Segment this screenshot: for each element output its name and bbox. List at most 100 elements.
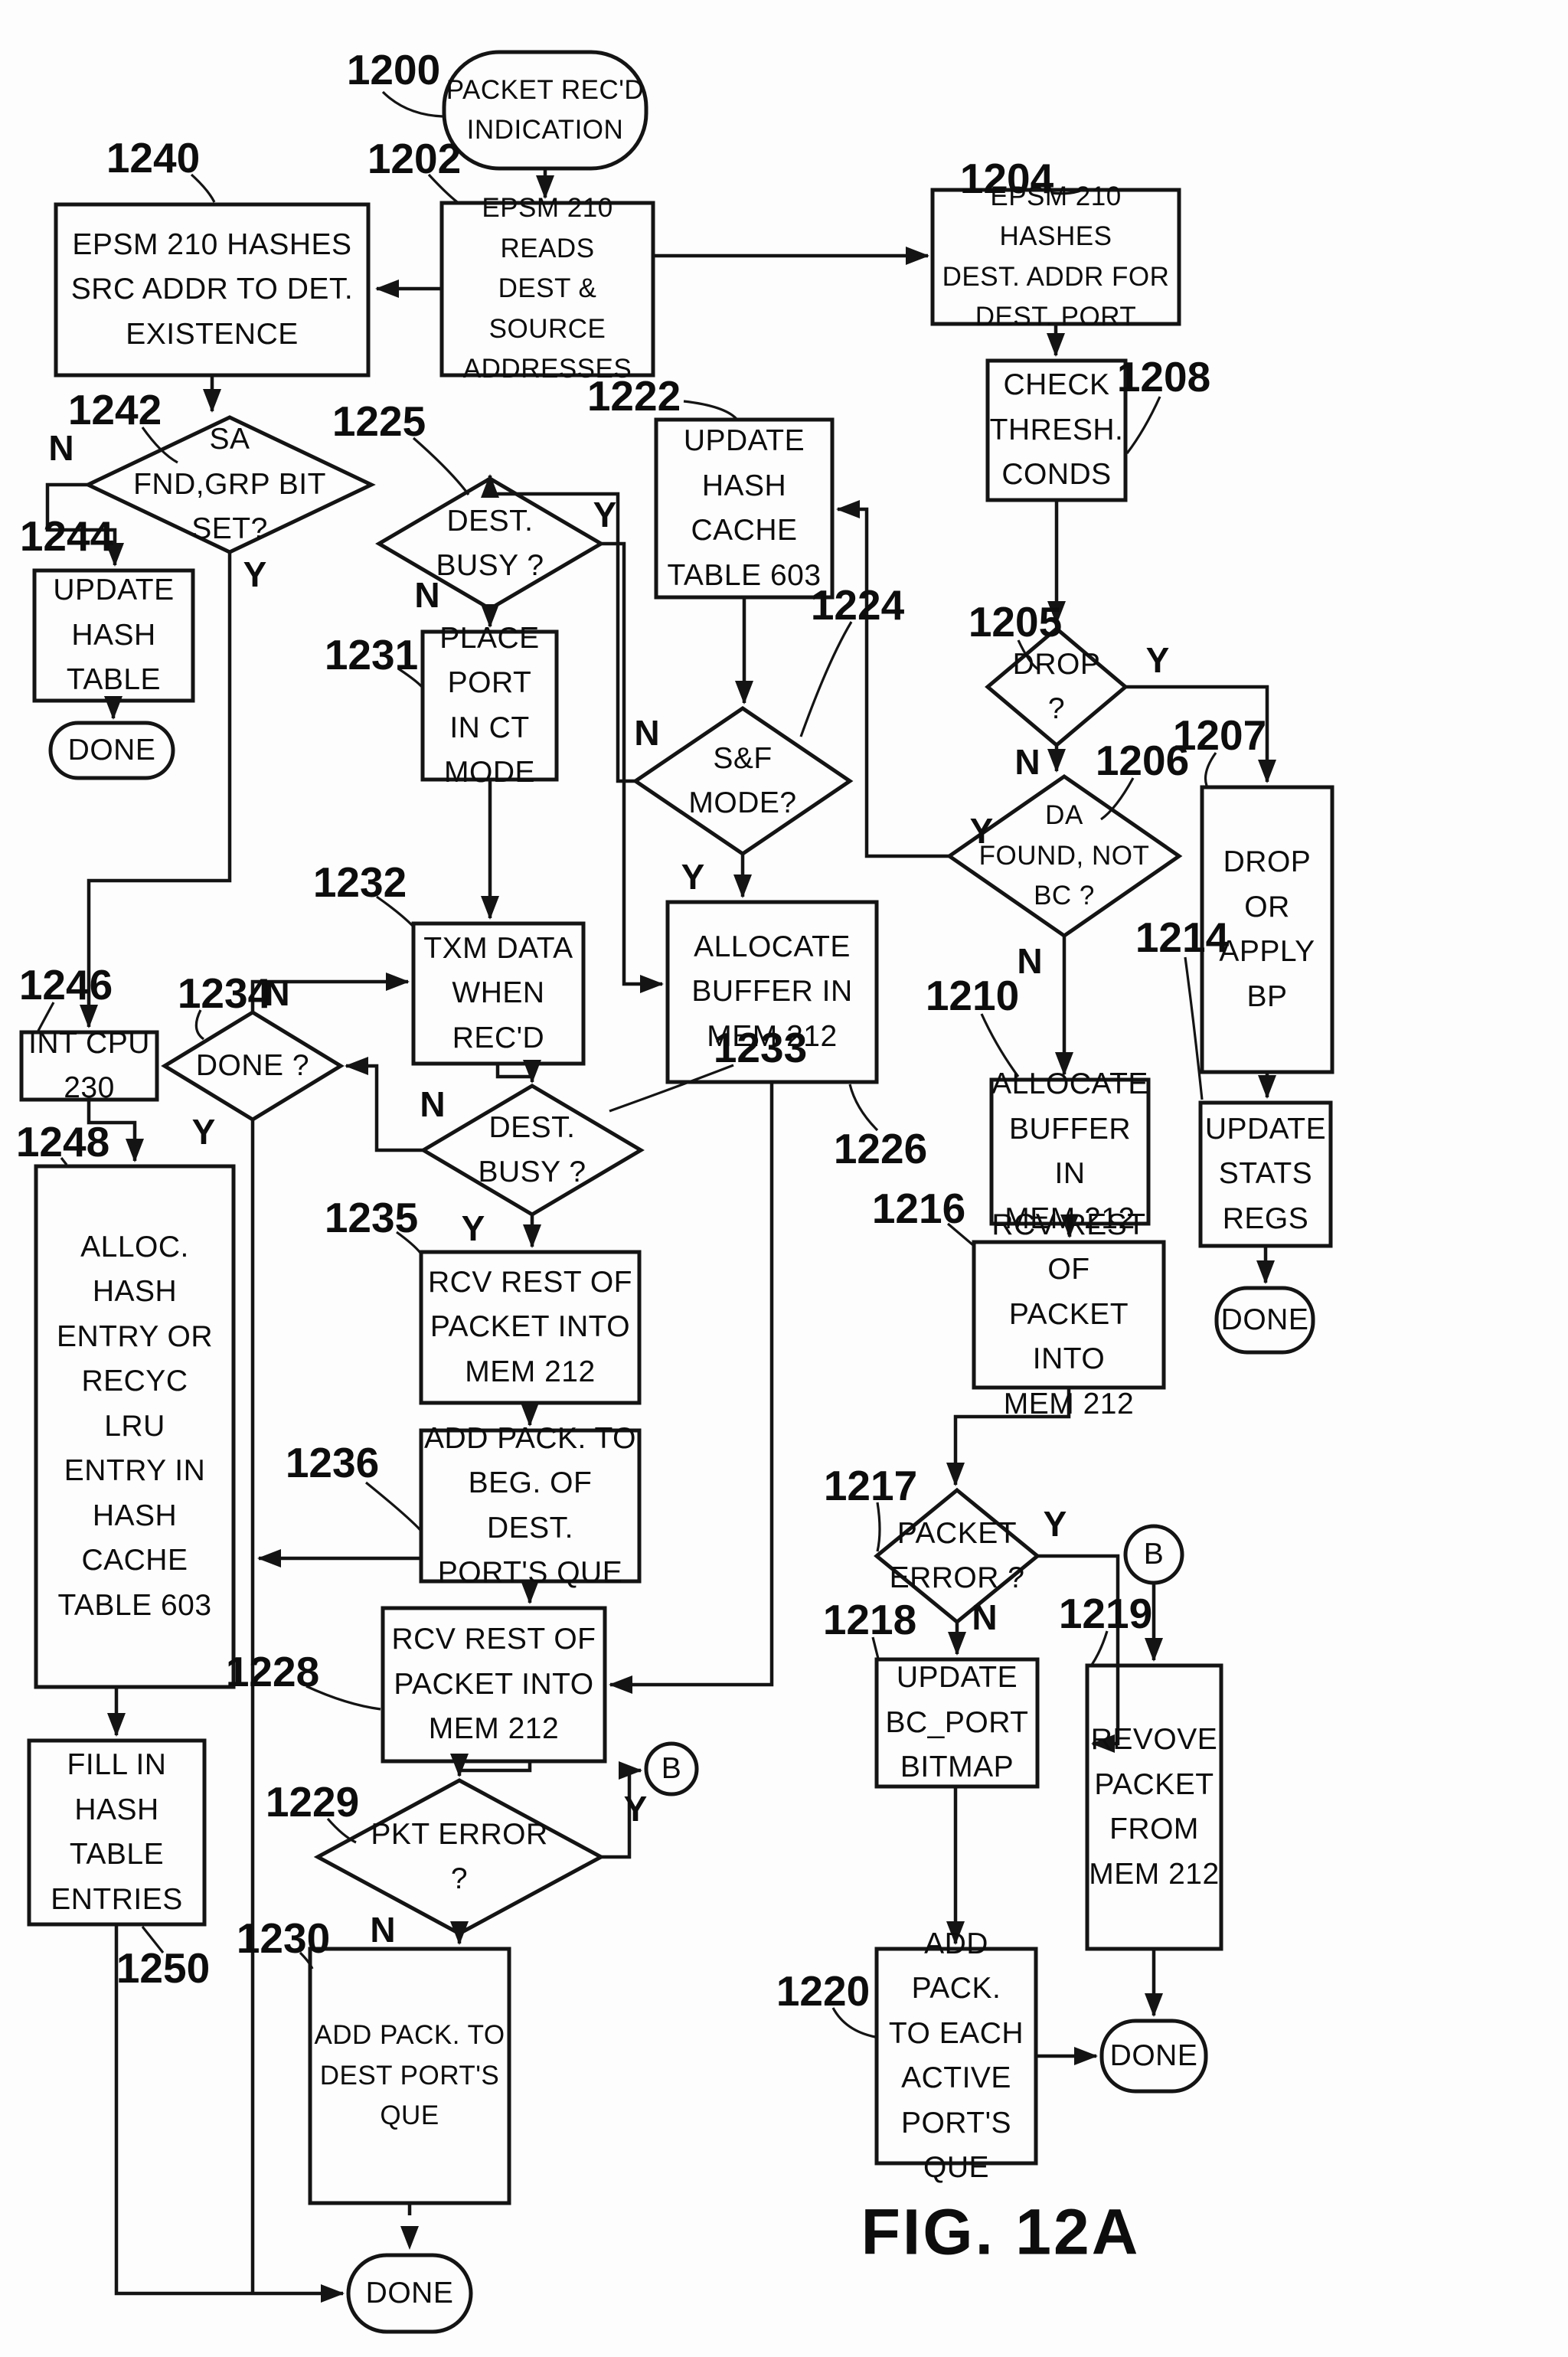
decision-1242: SA FND,GRP BIT SET? xyxy=(133,423,326,546)
branch-yes-1224: Y xyxy=(681,857,705,897)
box-1244: UPDATE HASH TABLE xyxy=(53,574,175,697)
branch-yes-1233: Y xyxy=(461,1208,485,1248)
leader-1233 xyxy=(609,1064,734,1113)
decision-1205: DROP ? xyxy=(1012,647,1101,726)
ref-label-1200: 1200 xyxy=(346,46,441,93)
decision-1224: S&F MODE? xyxy=(688,741,797,820)
ref-label-1205: 1205 xyxy=(968,598,1063,646)
leader-1210 xyxy=(980,1013,1020,1077)
ref-label-1226: 1226 xyxy=(833,1125,928,1172)
ref-label-1204: 1204 xyxy=(959,155,1054,202)
branch-no-1229: N xyxy=(370,1910,396,1950)
edge-1217-yes-to-1219 xyxy=(1037,1554,1120,1753)
ref-label-1208: 1208 xyxy=(1116,353,1211,400)
branch-yes-1205: Y xyxy=(1145,640,1170,680)
box-1240: EPSM 210 HASHES SRC ADDR TO DET. EXISTEN… xyxy=(70,227,354,351)
ref-label-1240: 1240 xyxy=(106,134,201,181)
ref-label-1234: 1234 xyxy=(177,969,272,1017)
ref-label-1228: 1228 xyxy=(225,1648,320,1695)
branch-yes-1225: Y xyxy=(593,495,617,534)
leader-1229 xyxy=(326,1817,357,1844)
leader-1250 xyxy=(141,1926,165,1953)
edge-1242-no-to-1244 xyxy=(45,482,124,567)
leader-1214 xyxy=(1184,956,1204,1100)
ref-label-1235: 1235 xyxy=(324,1194,419,1241)
leader-1202 xyxy=(427,173,460,205)
branch-no-1234: N xyxy=(264,973,290,1013)
box-1204: EPSM 210 HASHES DEST. ADDR FOR DEST. POR… xyxy=(942,181,1170,332)
leader-1235 xyxy=(396,1231,422,1254)
leader-1208 xyxy=(1125,396,1161,454)
leader-1217 xyxy=(876,1502,881,1552)
ref-label-1206: 1206 xyxy=(1095,737,1190,784)
edge-1206-yes-to-1222 xyxy=(836,500,949,858)
edge-1229-yes-to-b1 xyxy=(601,1761,642,1859)
box-1226: ALLOCATE BUFFER IN MEM 212 xyxy=(691,930,853,1053)
branch-no-1217: N xyxy=(972,1597,998,1637)
branch-no-1233: N xyxy=(420,1084,446,1124)
edge-1228-to-1229 xyxy=(450,1754,532,1777)
box-1240-shape xyxy=(54,202,371,378)
ref-label-1230: 1230 xyxy=(236,1914,331,1962)
leader-1219 xyxy=(1090,1630,1109,1666)
ref-label-1231: 1231 xyxy=(324,631,419,678)
done-terminal-a: DONE xyxy=(67,733,156,767)
edge-1246-to-1248 xyxy=(87,1100,144,1162)
box-1216: RCV REST OF PACKET INTO MEM 212 xyxy=(991,1208,1146,1420)
box-1230: ADD PACK. TO DEST PORT'S QUE xyxy=(314,2020,505,2131)
ref-label-1220: 1220 xyxy=(776,1967,871,2015)
leader-1205 xyxy=(1017,639,1039,671)
ref-label-1224: 1224 xyxy=(810,581,905,629)
box-1207: DROP OR APPLY BP xyxy=(1219,845,1315,1013)
leader-1231 xyxy=(397,667,423,688)
box-1231: PLACE PORT IN CT MODE xyxy=(439,621,540,789)
ref-label-1219: 1219 xyxy=(1058,1590,1153,1637)
edge-1205-yes-to-1207 xyxy=(1125,685,1276,783)
branch-yes-1217: Y xyxy=(1043,1504,1067,1544)
box-1236: ADD PACK. TO BEG. OF DEST. PORT'S QUE xyxy=(424,1421,636,1590)
connector-b1-shape xyxy=(644,1741,699,1796)
leader-1234 xyxy=(194,1009,205,1041)
box-1248-shape xyxy=(34,1164,236,1689)
done-terminal-a-shape xyxy=(48,721,175,780)
branch-no-1205: N xyxy=(1014,742,1040,782)
ref-label-1210: 1210 xyxy=(925,972,1020,1019)
leader-1228 xyxy=(305,1685,381,1711)
box-1228: RCV REST OF PACKET INTO MEM 212 xyxy=(391,1623,596,1746)
edge-1250-to-done-d xyxy=(114,1924,345,2303)
leader-1224 xyxy=(799,621,853,737)
box-1218: UPDATE BC_PORT BITMAP xyxy=(885,1661,1029,1784)
ref-label-1222: 1222 xyxy=(586,372,681,420)
box-1235: RCV REST OF PACKET INTO MEM 212 xyxy=(428,1265,632,1388)
edge-1232-to-1233 xyxy=(495,1060,541,1084)
leader-1206 xyxy=(1100,777,1135,821)
ref-label-1232: 1232 xyxy=(312,858,407,906)
decision-1217: PACKET ERROR ? xyxy=(889,1516,1025,1595)
ref-label-1248: 1248 xyxy=(15,1118,110,1165)
leader-1218 xyxy=(871,1636,880,1659)
branch-yes-1242: Y xyxy=(243,554,267,594)
edge-1225-yes-to-1226 xyxy=(601,541,664,993)
start-terminal-shape xyxy=(442,50,648,171)
box-1222: UPDATE HASH CACHE TABLE 603 xyxy=(667,424,822,592)
connector-b2: B xyxy=(1143,1537,1165,1571)
start-terminal: PACKET REC'D INDICATION xyxy=(446,74,645,145)
done-terminal-d: DONE xyxy=(365,2276,454,2310)
box-1228-shape xyxy=(381,1606,607,1764)
leader-1226 xyxy=(848,1084,879,1132)
edge-1234-no-to-1232 xyxy=(250,973,410,1012)
box-1202: EPSM 210 READS DEST & SOURCE ADDRESSES xyxy=(462,193,632,384)
branch-no-1242: N xyxy=(48,428,74,468)
done-terminal-b: DONE xyxy=(1220,1303,1309,1336)
leader-1248 xyxy=(60,1157,68,1165)
ref-label-1214: 1214 xyxy=(1135,914,1230,961)
box-1208: CHECK THRESH. CONDS xyxy=(989,368,1124,492)
decision-1234: DONE ? xyxy=(195,1048,310,1082)
box-1232: TXM DATA WHEN REC'D xyxy=(423,931,573,1054)
ref-label-1244: 1244 xyxy=(19,512,114,560)
branch-no-1224: N xyxy=(634,713,660,753)
leader-1236 xyxy=(364,1481,422,1532)
ref-label-1242: 1242 xyxy=(67,386,162,433)
branch-yes-1234: Y xyxy=(191,1112,216,1152)
